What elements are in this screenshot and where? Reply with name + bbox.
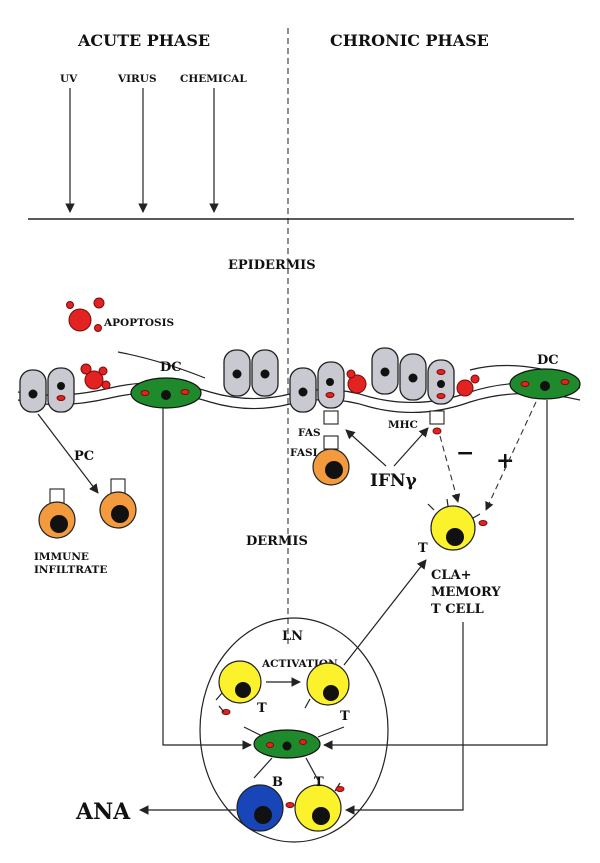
apoptosis-label: APOPTOSIS xyxy=(103,317,174,329)
dermis-label: DERMIS xyxy=(246,534,308,549)
pc-label: PC xyxy=(74,449,94,464)
ln-contact-line-1 xyxy=(243,726,263,737)
ln-dendritic-cell xyxy=(253,729,321,759)
plasma-cell-2 xyxy=(99,478,137,529)
chemical-label: CHEMICAL xyxy=(180,73,247,85)
memory-label-3: T CELL xyxy=(431,602,484,617)
keratinocyte-group-middle xyxy=(223,349,279,397)
mhc-molecule xyxy=(429,410,445,425)
bt-contact-peptide xyxy=(285,802,295,808)
ln-contact-line-3 xyxy=(253,757,273,779)
ln-t-cell-bottom xyxy=(294,782,345,832)
fasl-ligand xyxy=(323,435,339,450)
pc-arrow xyxy=(37,413,99,494)
keratinocyte-group-left xyxy=(19,363,111,413)
ln-t-cell-left xyxy=(215,660,262,715)
lymph-node xyxy=(199,617,389,843)
immune-infiltrate-label: IMMUNE xyxy=(34,551,89,563)
acute-phase-title: ACUTE PHASE xyxy=(77,31,210,50)
mhc-peptide xyxy=(432,427,442,435)
dendritic-cell-right xyxy=(509,368,581,400)
ifn-gamma-label: IFNγ xyxy=(370,471,418,491)
ln-contact-line-4 xyxy=(305,757,319,781)
virus-label: VIRUS xyxy=(117,73,157,85)
ifn-to-fas-arrow xyxy=(345,429,387,467)
ln-t-left-label: T xyxy=(257,701,267,716)
immune-infiltrate-label-2: INFILTRATE xyxy=(34,564,107,576)
dc-right-to-ln-path xyxy=(323,400,548,750)
dc-left-label: DC xyxy=(160,360,182,375)
memory-label-1: CLA+ xyxy=(431,568,471,583)
ln-b-cell xyxy=(236,784,284,832)
fas-receptor xyxy=(323,410,339,425)
uv-label: UV xyxy=(60,73,78,85)
fas-label: FAS xyxy=(298,427,321,439)
chronic-phase-title: CHRONIC PHASE xyxy=(330,31,489,50)
dendritic-cell-left xyxy=(130,377,202,409)
dc-right-label: DC xyxy=(537,353,559,368)
ln-t-cell-right xyxy=(304,662,350,709)
fasl-cell xyxy=(312,448,350,486)
t-cell-label: T xyxy=(418,541,428,556)
mhc-label: MHC xyxy=(388,419,418,431)
memory-label-2: MEMORY xyxy=(431,585,501,600)
epidermis-contour xyxy=(117,351,206,379)
keratinocyte-group-right xyxy=(289,347,480,413)
plus-sign: + xyxy=(496,448,514,474)
ana-label: ANA xyxy=(75,799,131,825)
ln-label: LN xyxy=(282,629,303,644)
mhc-to-tcell-dashed xyxy=(439,435,461,503)
memory-to-bcell-path xyxy=(345,622,464,815)
apoptosis-cluster xyxy=(66,297,105,332)
ln-t-right-label: T xyxy=(340,709,350,724)
dc-left-to-ln-path xyxy=(162,408,252,750)
t-ln-bottom-label: T xyxy=(314,775,324,790)
memory-t-cell xyxy=(427,498,488,551)
ln-contact-line-2 xyxy=(317,726,345,738)
plasma-cell-1 xyxy=(38,488,76,539)
ln-to-memory-arrow xyxy=(343,559,427,666)
minus-sign: − xyxy=(456,440,474,466)
b-cell-label: B xyxy=(272,775,283,790)
epidermis-label: EPIDERMIS xyxy=(228,258,316,273)
fasl-label: FASL xyxy=(290,447,321,459)
ifn-to-mhc-arrow xyxy=(393,427,429,467)
